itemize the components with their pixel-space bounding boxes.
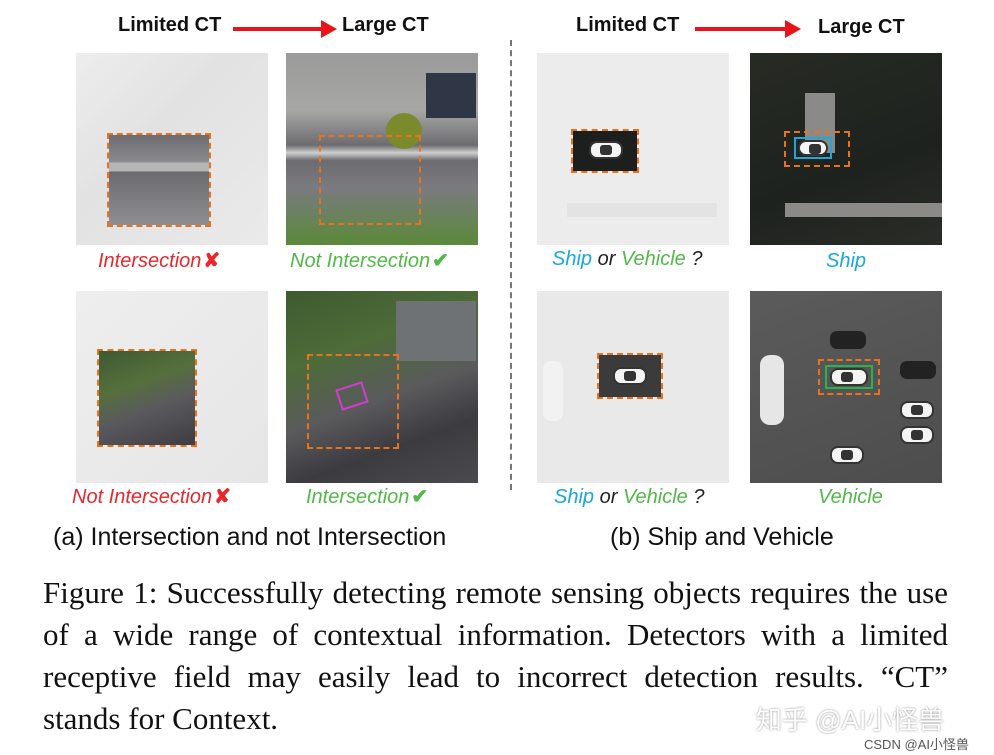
- subtitle-b: (b) Ship and Vehicle: [610, 523, 834, 551]
- label-ship: Ship: [826, 250, 867, 272]
- detection-box: [97, 349, 197, 447]
- figure-caption: Figure 1: Successfully detecting remote …: [43, 575, 948, 736]
- header-large-ct-a: Large CT: [342, 14, 429, 36]
- subtitle-a: (a) Intersection and not Intersection: [53, 523, 447, 551]
- header-limited-ct-a: Limited CT: [118, 14, 222, 36]
- divider-line: [510, 40, 512, 490]
- detection-box: [571, 129, 639, 173]
- check-icon: ✔: [411, 486, 429, 508]
- watermark-small: CSDN @AI小怪兽: [864, 737, 969, 752]
- detection-box: [784, 131, 850, 167]
- label-ship-or-vehicle-1: Ship or Vehicle ?: [552, 248, 703, 270]
- header-large-ct-b: Large CT: [818, 16, 905, 38]
- header-limited-ct-b: Limited CT: [576, 14, 680, 36]
- detection-box: [307, 354, 399, 449]
- label-intersection-wrong: Intersection✘: [98, 250, 221, 272]
- detection-box: [107, 133, 211, 227]
- image-vehicle-limited: [537, 291, 729, 483]
- arrow-b: [695, 20, 801, 38]
- image-vehicle-large: [750, 291, 942, 483]
- label-intersection-correct: Intersection✔: [306, 486, 429, 508]
- image-not-intersection-limited: [76, 291, 268, 483]
- image-intersection-limited: [76, 53, 268, 245]
- image-ship-large: [750, 53, 942, 245]
- label-vehicle: Vehicle: [818, 486, 883, 508]
- detection-box: [818, 359, 880, 395]
- image-intersection-large: [286, 53, 478, 245]
- watermark-main: 知乎 @AI小怪兽: [756, 705, 945, 735]
- cross-icon: ✘: [203, 250, 221, 272]
- detection-box: [597, 353, 663, 399]
- image-not-intersection-large: [286, 291, 478, 483]
- check-icon: ✔: [432, 250, 449, 272]
- label-not-intersection-correct: Not Intersection✔: [290, 250, 449, 272]
- label-ship-or-vehicle-2: Ship or Vehicle ?: [554, 486, 705, 508]
- label-not-intersection-wrong: Not Intersection✘: [72, 486, 231, 508]
- cross-icon: ✘: [214, 486, 231, 508]
- arrow-a: [233, 20, 337, 38]
- detection-box: [319, 135, 421, 225]
- image-ship-limited: [537, 53, 729, 245]
